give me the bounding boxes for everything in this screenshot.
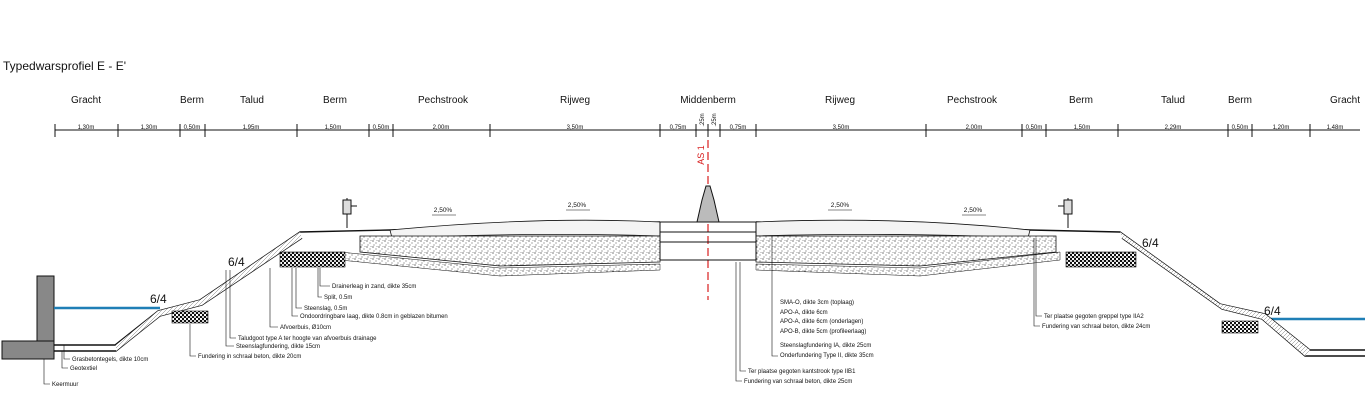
foundation-left xyxy=(359,235,661,267)
zone-label-gracht-left: Gracht xyxy=(70,95,102,106)
dim-value: 0,75m xyxy=(730,125,747,131)
note-left: Geotextiel xyxy=(70,366,97,372)
crossfall-label: 2,50% xyxy=(831,202,850,209)
dim-value: 1,48m xyxy=(1327,125,1344,131)
zone-label-berm-4: Berm xyxy=(1228,95,1252,106)
dim-value: 0,50m xyxy=(184,125,201,131)
dim-value: 2,00m xyxy=(966,125,983,131)
zone-label-talud-right: Talud xyxy=(1161,95,1185,106)
dim-value: 0,50m xyxy=(373,125,390,131)
note-center: Onderfundering Type II, dikte 35cm xyxy=(780,353,874,359)
drawing-title: Typedwarsprofiel E - E' xyxy=(3,59,127,73)
dim-value: .25m xyxy=(700,113,706,126)
drainage-block-right xyxy=(1065,251,1137,268)
dim-value: 1,50m xyxy=(325,125,342,131)
slope-ratio: 6/4 xyxy=(150,292,167,306)
zone-label-gracht-right: Gracht xyxy=(1329,95,1361,106)
dim-value: 0,75m xyxy=(670,125,687,131)
leaders-right xyxy=(1033,238,1042,327)
dim-value: 1,20m xyxy=(1273,125,1290,131)
median xyxy=(659,185,757,261)
zone-label-talud-left: Talud xyxy=(240,95,264,106)
subbase-right xyxy=(755,251,1061,277)
note-left: Keermuur xyxy=(52,382,78,388)
retaining-wall xyxy=(1,275,55,360)
dim-value: 0,50m xyxy=(1232,125,1249,131)
slope-ratio: 6/4 xyxy=(1142,236,1159,250)
note-left: Fundering in schraal beton, dikte 20cm xyxy=(198,354,301,360)
zone-label-berm-2: Berm xyxy=(323,95,347,106)
dimension-values: 1,30m 1,30m 0,50m 1,95m 1,50m 0,50m 2,00… xyxy=(78,113,1344,131)
leaders-left xyxy=(43,268,330,385)
note-left: Afvoerbuis, Ø10cm xyxy=(280,325,331,331)
note-left: Grasbetontegels, dikte 10cm xyxy=(72,357,148,363)
dim-value: 3,50m xyxy=(567,125,584,131)
crossfall-label: 2,50% xyxy=(568,202,587,209)
crossfall-label: 2,50% xyxy=(964,207,983,214)
note-center: SMA-O, dikte 3cm (toplaag) xyxy=(780,300,854,306)
dim-value: 1,30m xyxy=(141,125,158,131)
slope-lining-right xyxy=(1120,232,1310,356)
asphalt-layers-right xyxy=(755,219,1031,239)
gutter-foundation-right xyxy=(1221,320,1259,334)
note-center: APO-A, dikte 6cm (onderlagen) xyxy=(780,319,863,325)
dimension-line xyxy=(54,124,1360,137)
dim-value: 2,00m xyxy=(433,125,450,131)
note-left: Ondoordringbare laag, dikte 0.8cm in geb… xyxy=(300,314,448,320)
slope-lining-left xyxy=(116,232,302,351)
note-left: Steenslagfundering, dikte 15cm xyxy=(236,344,320,350)
note-right: Ter plaatse gegoten greppel type IIA2 xyxy=(1044,314,1144,320)
zone-label-middenberm: Middenberm xyxy=(680,95,736,106)
note-right: Fundering van schraal beton, dikte 24cm xyxy=(1042,324,1150,330)
dim-value: .25m xyxy=(712,113,718,126)
zone-label-berm-1: Berm xyxy=(180,95,204,106)
zone-label-pechstrook-right: Pechstrook xyxy=(946,95,998,106)
note-center: Fundering van schraal beton, dikte 25cm xyxy=(744,379,852,385)
dim-value: 1,30m xyxy=(78,125,95,131)
axis-label: AS 1 xyxy=(696,145,706,165)
drainage-block-left xyxy=(279,251,346,268)
dim-value: 0,50m xyxy=(1026,125,1043,131)
note-left: Drainerleag in zand, dikte 35cm xyxy=(332,284,416,290)
slope-ratio: 6/4 xyxy=(228,255,245,269)
note-left: Split, 0.5m xyxy=(324,295,352,301)
guardrail-right xyxy=(1058,198,1073,228)
note-left: Taludgoot type A ter hoogte van afvoerbu… xyxy=(238,336,377,342)
crossfall-label: 2,50% xyxy=(434,207,453,214)
note-center: Steenslagfundering IA, dikte 25cm xyxy=(780,343,871,349)
note-left: Steenslag, 0.5m xyxy=(304,306,347,312)
guardrail-left xyxy=(342,198,357,228)
note-center: APO-A, dikte 6cm xyxy=(780,310,828,316)
zone-label-rijweg-left: Rijweg xyxy=(559,95,591,106)
dim-value: 3,50m xyxy=(833,125,850,131)
zone-label-berm-3: Berm xyxy=(1069,95,1093,106)
leaders-center xyxy=(735,236,778,382)
dim-value: 1,95m xyxy=(243,125,260,131)
dim-value: 2,29m xyxy=(1165,125,1182,131)
crossfall-indicators xyxy=(432,209,986,216)
slope-ratio: 6/4 xyxy=(1264,304,1281,318)
gutter-foundation-left xyxy=(171,310,209,324)
note-center: APO-B, dikte 5cm (profileerlaag) xyxy=(780,329,866,335)
zone-label-pechstrook-left: Pechstrook xyxy=(417,95,469,106)
zone-label-rijweg-right: Rijweg xyxy=(824,95,856,106)
note-center: Ter plaatse gegoten kantstrook type IIB1 xyxy=(748,369,856,375)
dim-value: 1,50m xyxy=(1074,125,1091,131)
asphalt-layers-left xyxy=(389,219,661,239)
